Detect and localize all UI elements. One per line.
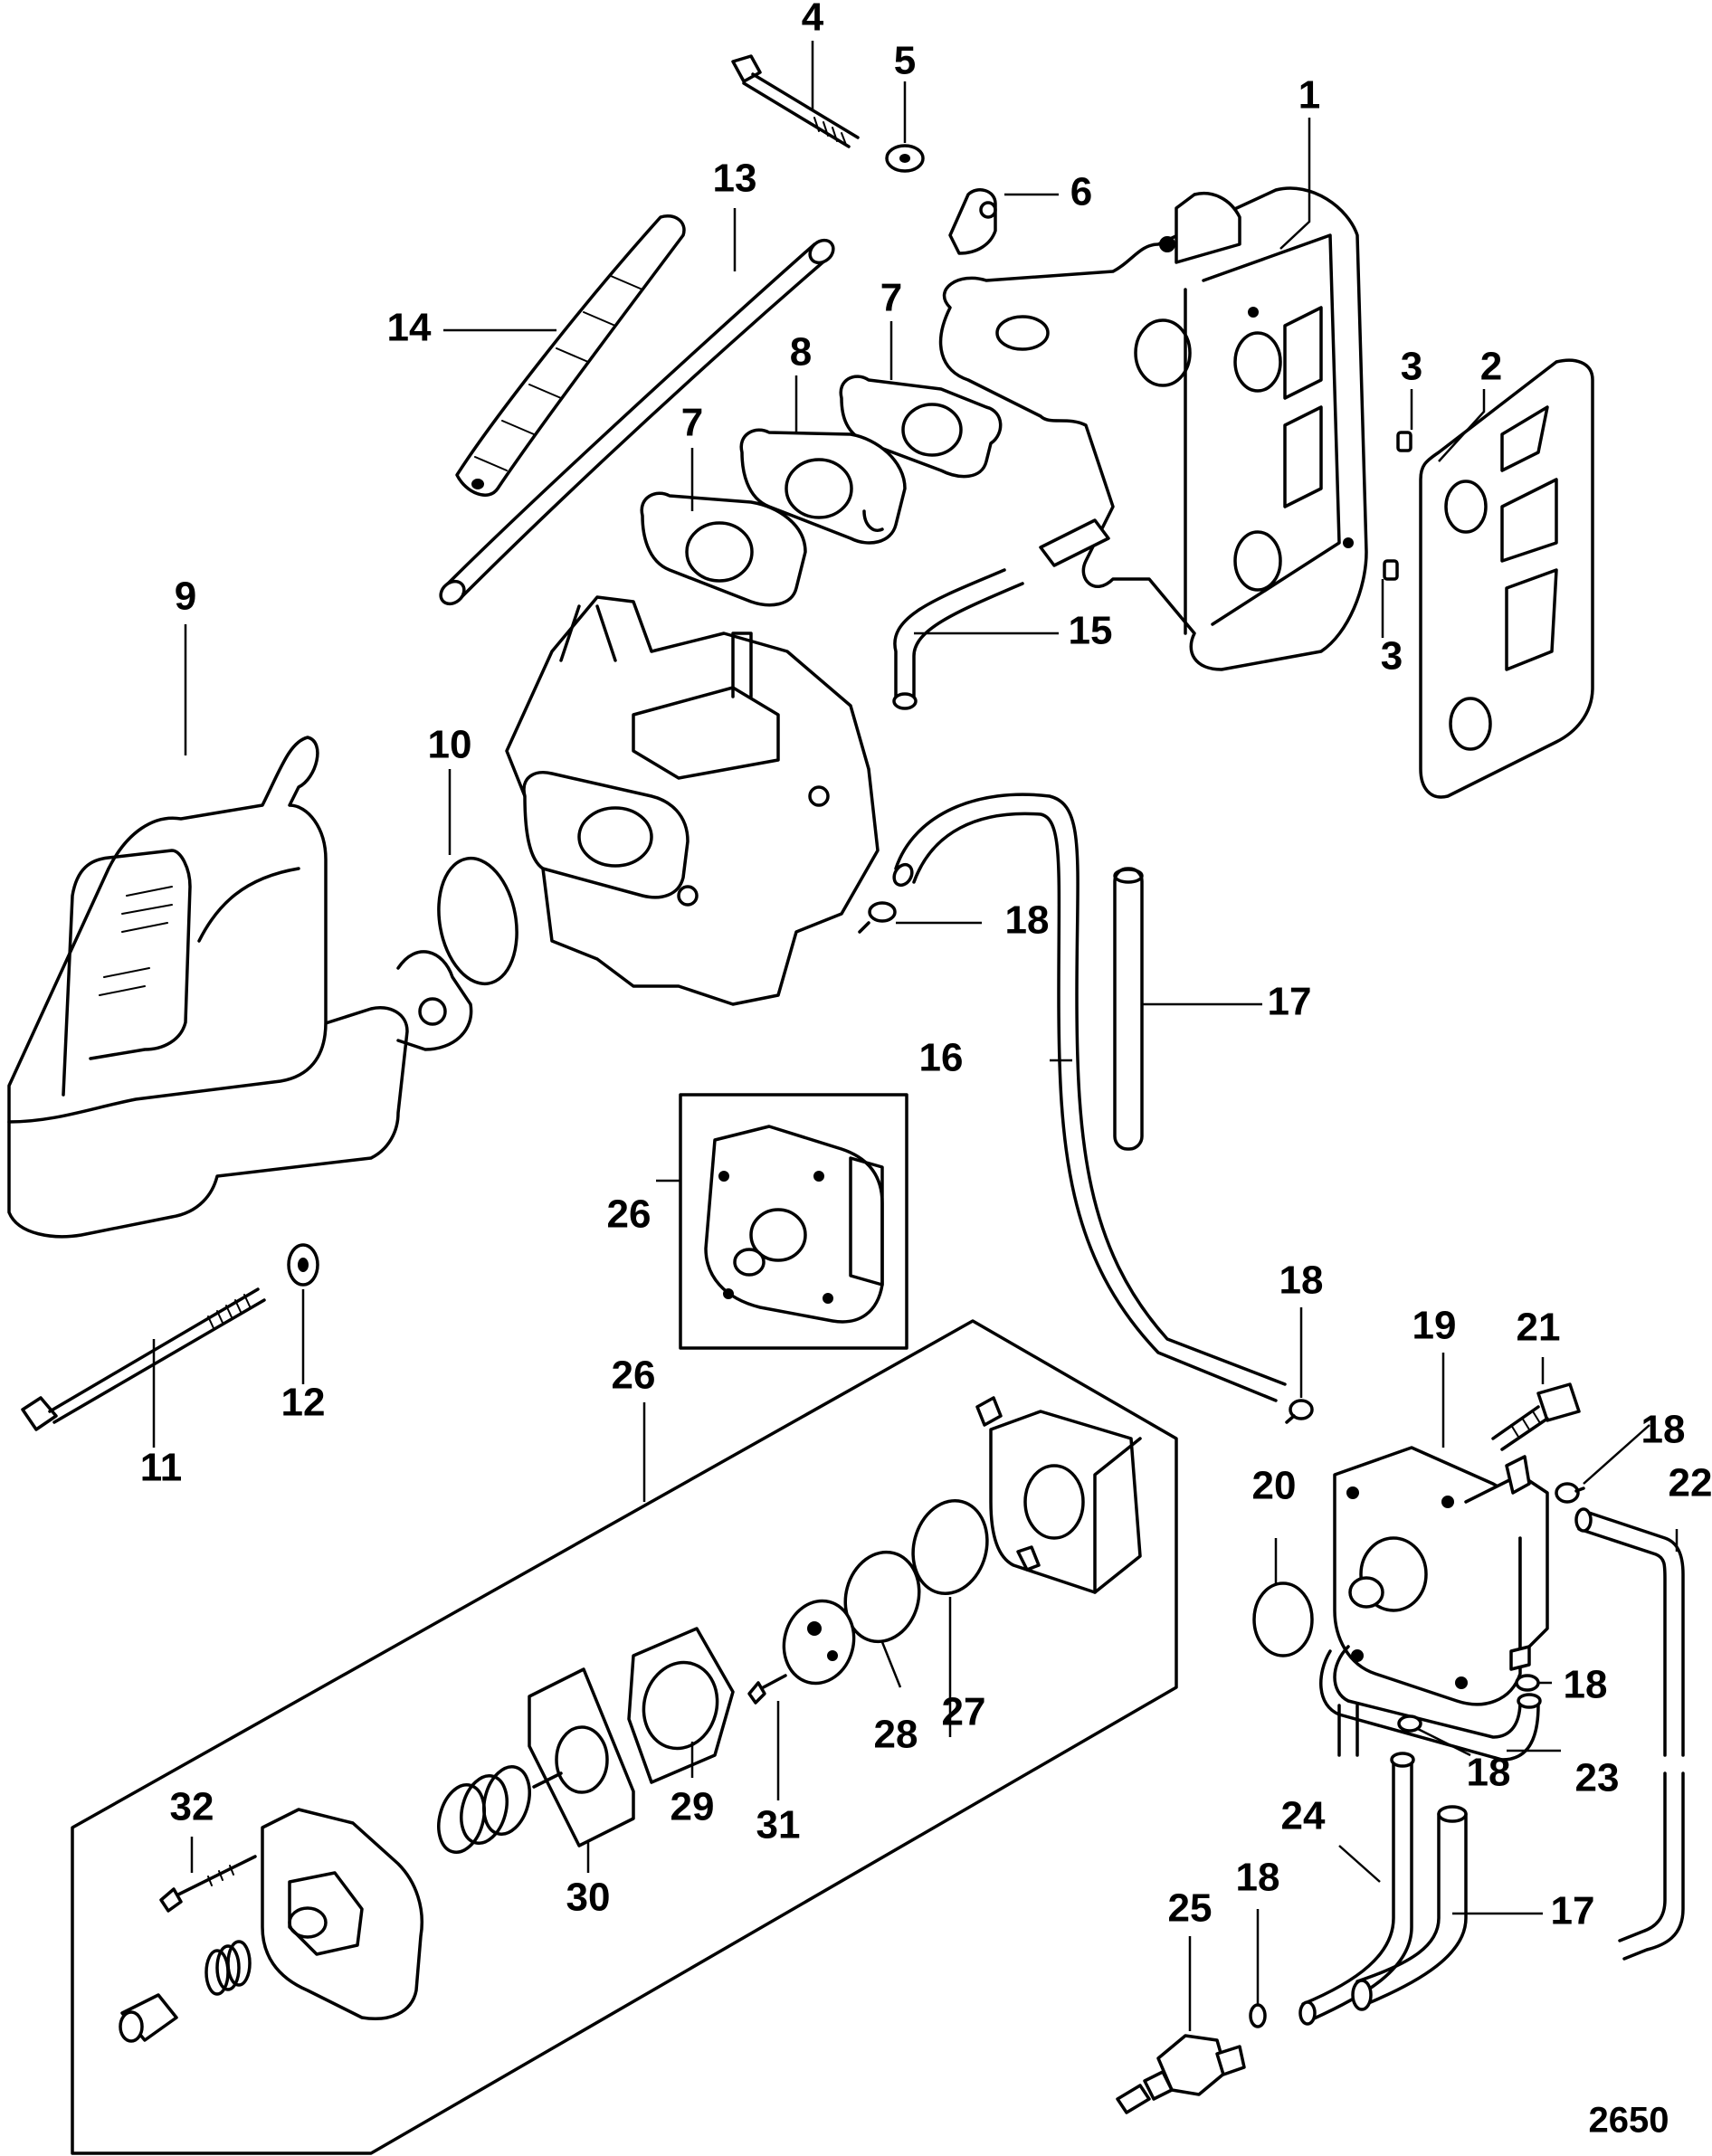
callout-7-upper: 7: [880, 276, 902, 320]
callout-19: 19: [1412, 1304, 1457, 1348]
check-spring: [204, 1940, 252, 1996]
callout-13: 13: [713, 157, 757, 201]
callout-18-a: 18: [1005, 898, 1050, 943]
callout-15: 15: [1069, 609, 1113, 653]
callout-22: 22: [1669, 1461, 1712, 1505]
callout-8: 8: [790, 330, 812, 375]
callout-30: 30: [566, 1876, 611, 1920]
o-ring-20: [1252, 1581, 1314, 1657]
gasket-7-lower: [640, 491, 807, 607]
callout-9: 9: [175, 575, 196, 619]
hose-13: [439, 238, 835, 606]
hose-17-upper: [1113, 867, 1144, 1151]
washer-12: [287, 1243, 319, 1287]
gasket-29: [627, 1627, 735, 1784]
clip-6: [948, 188, 997, 255]
callout-10: 10: [428, 723, 472, 767]
washer-5: [885, 144, 925, 173]
callout-18-c: 18: [1641, 1408, 1686, 1452]
leader-lines: [152, 41, 1679, 2031]
callout-24: 24: [1281, 1794, 1326, 1838]
diaphragm-plate-30: [528, 1667, 635, 1847]
callout-18-f: 18: [1236, 1856, 1280, 1900]
plunger: [119, 1993, 178, 2043]
callout-18-e: 18: [1467, 1751, 1511, 1795]
hose-23: [1319, 1645, 1542, 1762]
hose-22: [1574, 1507, 1685, 1961]
valve-plate: [782, 1599, 856, 1686]
hose-24: [1298, 1752, 1415, 2026]
bolt-4: [731, 54, 860, 148]
o-ring-10: [437, 856, 518, 986]
manifold-gasket: [1419, 358, 1594, 799]
callout-11: 11: [140, 1446, 183, 1490]
callout-1: 1: [1298, 73, 1320, 118]
callout-23: 23: [1575, 1756, 1620, 1800]
intake-manifold: [938, 186, 1368, 671]
pump-cover: [975, 1396, 1142, 1594]
callout-26-box: 26: [612, 1353, 656, 1398]
valve-disc-28: [843, 1550, 921, 1644]
callout-4: 4: [802, 0, 824, 40]
hose-15: [892, 518, 1110, 710]
callout-31: 31: [756, 1803, 801, 1847]
callout-29: 29: [671, 1785, 715, 1829]
callout-32: 32: [170, 1785, 214, 1829]
fuel-line-16: [892, 793, 1287, 1402]
fitting-21: [1491, 1382, 1581, 1451]
callout-27: 27: [942, 1690, 986, 1734]
diaphragm-27: [911, 1498, 989, 1596]
screw-31: [747, 1674, 787, 1705]
callout-28: 28: [874, 1713, 918, 1757]
callout-18-d: 18: [1564, 1663, 1608, 1707]
callout-2: 2: [1480, 345, 1502, 389]
callout-21: 21: [1517, 1306, 1561, 1350]
spring: [437, 1765, 531, 1854]
fitting-25: [1116, 2034, 1246, 2114]
fuel-hose-sleeve-14: [455, 214, 686, 497]
spacer-8: [739, 428, 907, 545]
callout-16: 16: [919, 1036, 964, 1080]
callout-12: 12: [281, 1381, 326, 1425]
callout-3-lower: 3: [1381, 634, 1403, 679]
fuel-pump-inset: [679, 1093, 908, 1350]
clamps-18: [858, 901, 1585, 2028]
callout-5: 5: [894, 39, 916, 83]
callout-25: 25: [1168, 1886, 1213, 1931]
figure-id: 2650: [1589, 2101, 1669, 2141]
hose-17-lower: [1351, 1805, 1468, 2011]
callout-6: 6: [1070, 170, 1092, 214]
screw-32: [159, 1855, 257, 1913]
carburetor: [505, 595, 880, 1006]
air-silencer: [7, 736, 473, 1239]
dowel-pins: [1383, 431, 1412, 581]
callout-14: 14: [387, 306, 432, 350]
callout-18-b: 18: [1279, 1258, 1324, 1303]
callouts: 1 2 3 3 4 5 6 7 7 8 9 10 11 12 13 14 15 …: [140, 0, 1712, 2141]
fuel-pump-19: [1333, 1446, 1549, 1706]
callout-17-upper: 17: [1268, 980, 1312, 1024]
pump-exploded-box: [71, 1319, 1178, 2155]
pump-body: [261, 1808, 423, 2020]
callout-17-lower: 17: [1551, 1889, 1595, 1933]
callout-26-inset: 26: [607, 1192, 652, 1237]
callout-7-lower: 7: [681, 401, 703, 445]
callout-20: 20: [1252, 1464, 1297, 1508]
bolt-11: [21, 1287, 266, 1431]
callout-3-upper: 3: [1401, 345, 1422, 389]
